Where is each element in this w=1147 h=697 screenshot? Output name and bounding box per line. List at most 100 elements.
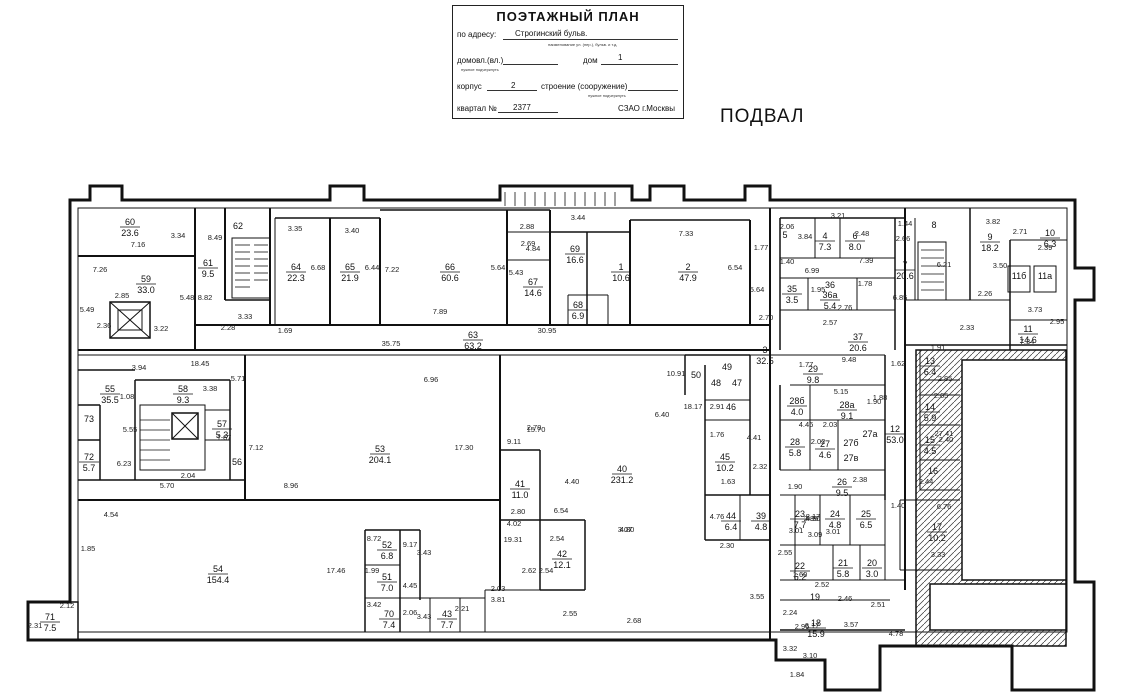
room-number: 36а [822, 290, 837, 300]
room-44: 446.4 [721, 511, 741, 532]
room-area: 7.4 [383, 620, 396, 630]
dimension-label: 2.30 [720, 541, 735, 550]
room-number: 26 [837, 477, 847, 487]
room-16: 16 [928, 466, 938, 476]
dimension-label: 3.40 [345, 226, 360, 235]
address-label: по адресу: [457, 30, 497, 39]
room-number: 41 [515, 479, 525, 489]
room-number: 64 [291, 262, 301, 272]
dimension-label: 17.46 [327, 566, 346, 575]
room-56: 56 [232, 457, 242, 467]
room-72: 725.7 [79, 452, 99, 473]
room-area: 4.5 [924, 446, 937, 456]
dimension-label: 3.01 [826, 527, 841, 536]
room-number: 22 [795, 561, 805, 571]
dimension-label: 2.78 [527, 423, 542, 432]
room-number: 39 [756, 511, 766, 521]
dimension-label: 7.39 [859, 256, 874, 265]
room-number: 2 [685, 262, 690, 272]
room-number: 36 [825, 280, 835, 290]
dimension-label: 2.85 [115, 291, 130, 300]
room-number: 27 [820, 439, 830, 449]
room-46: 46 [726, 402, 736, 412]
room-27в: 27в [844, 453, 859, 463]
dimension-label: 8.82 [198, 293, 213, 302]
room-14: 145.9 [920, 402, 940, 423]
dimension-label: 2.03 [823, 420, 838, 429]
dimension-label: 6.99 [805, 266, 820, 275]
room-number: 11б [1012, 271, 1027, 281]
room-area: 9.5 [202, 269, 215, 279]
room-4: 47.3 [815, 231, 835, 252]
dimension-label: 1.90 [867, 397, 882, 406]
dimension-label: 6.17 [805, 621, 820, 630]
dimension-label: 2.54 [550, 534, 565, 543]
room-70: 707.4 [379, 609, 399, 630]
room-number: 6 [852, 231, 857, 241]
dimension-label: 2.70 [759, 313, 774, 322]
room-number: 17 [932, 522, 942, 532]
dimension-label: 3.43 [417, 548, 432, 557]
dimension-label: 2.26 [978, 289, 993, 298]
dimension-label: 2.76 [838, 303, 853, 312]
room-area: 5.9 [924, 413, 937, 423]
room-number: 52 [382, 540, 392, 550]
domovl-label: домовл.(вл.) [457, 56, 504, 65]
dimension-label: 6.21 [937, 260, 952, 269]
room-number: 16 [928, 466, 938, 476]
dimension-label: 2.40 [939, 435, 954, 444]
dimension-label: 2.33 [960, 323, 975, 332]
dimension-label: 1.60 [793, 570, 808, 579]
dimension-label: 6.54 [554, 506, 569, 515]
room-number: 44 [726, 511, 736, 521]
room-9: 918.2 [980, 232, 1000, 253]
room-24: 244.8 [825, 509, 845, 530]
dimension-label: 1.84 [790, 670, 805, 679]
room-29: 299.8 [803, 364, 823, 385]
room-57: 575.3 [212, 419, 232, 440]
room-43: 437.7 [437, 609, 457, 630]
room-area: 4.8 [829, 520, 842, 530]
room-20: 203.0 [862, 558, 882, 579]
room-area: 4.0 [791, 407, 804, 417]
room-2: 247.9 [678, 262, 698, 283]
dimension-label: 2.85 [804, 514, 819, 523]
dimension-label: 2.38 [853, 475, 868, 484]
room-52: 526.8 [377, 540, 397, 561]
room-number: 62 [233, 221, 243, 231]
dimension-label: 1.76 [710, 430, 725, 439]
room-area: 11.0 [512, 490, 529, 500]
room-number: 55 [105, 384, 115, 394]
room-number: 40 [617, 464, 627, 474]
dimension-label: 6.85 [893, 293, 908, 302]
dimension-label: 2.69 [521, 239, 536, 248]
dimension-label: 1.77 [754, 243, 769, 252]
room-number: 68 [573, 300, 583, 310]
dimension-label: 2.62 [522, 566, 537, 575]
inner-wall [77, 207, 1068, 633]
dimension-label: 3.42 [367, 600, 382, 609]
dimension-label: 6.40 [655, 410, 670, 419]
dimension-label: 2.65 [934, 391, 949, 400]
dimension-label: 3.84 [798, 232, 813, 241]
room-number: 3 [762, 345, 767, 355]
dimension-label: 4.54 [104, 510, 119, 519]
room-number: 20 [867, 558, 877, 568]
room-area: 47.9 [679, 273, 697, 283]
dimension-label: 1.99 [365, 566, 380, 575]
dimension-label: 2.85 [938, 374, 953, 383]
room-number: 72 [84, 452, 94, 462]
room-area: 22.3 [287, 273, 305, 283]
dimension-label: 2.96 [795, 622, 810, 631]
room-27: 274.6 [815, 439, 835, 460]
dimension-label: 1.67 [217, 433, 232, 442]
room-area: 63.2 [464, 341, 482, 351]
dimension-label: 5.71 [231, 374, 246, 383]
room-number: 9 [987, 232, 992, 242]
dimension-label: 3.43 [417, 612, 432, 621]
